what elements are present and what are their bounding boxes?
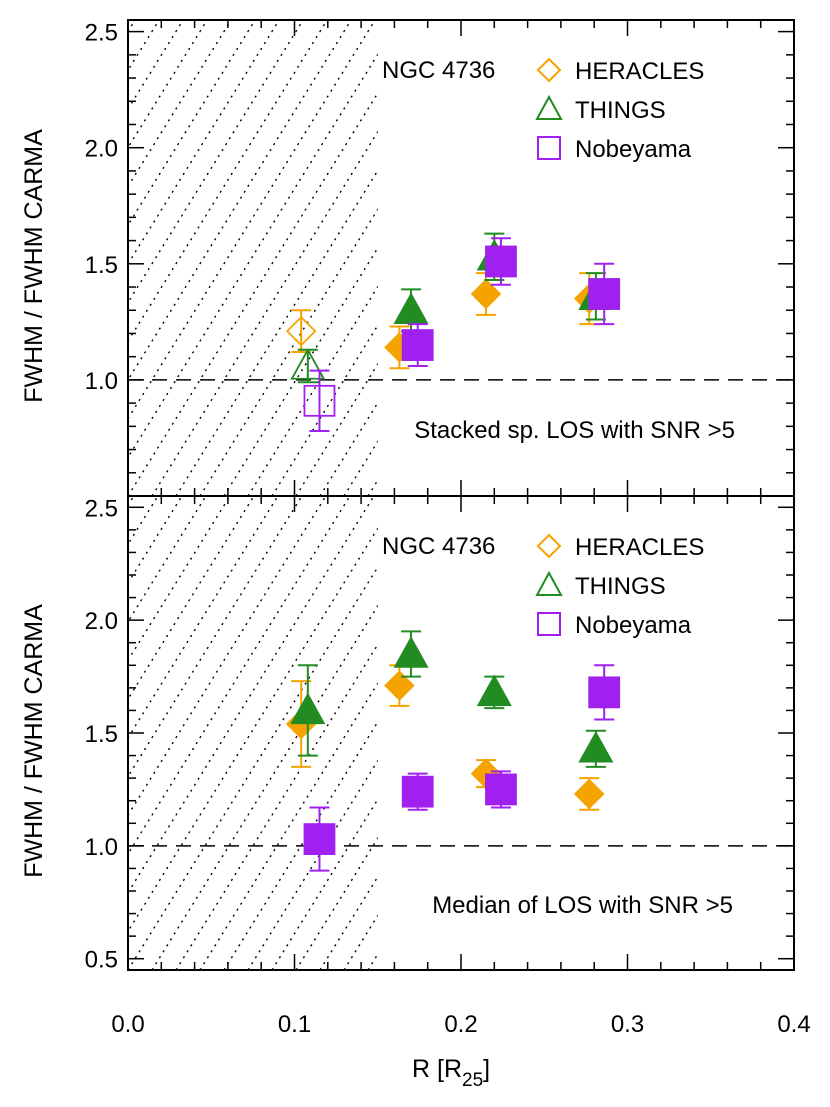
legend-label-nobeyama: Nobeyama [575,612,692,639]
x-tick-label: 0.0 [111,1011,144,1038]
hatch-line [295,496,591,970]
hatch-line [199,496,495,970]
nobeyama-point [401,775,434,808]
things-point [476,674,512,707]
legend: NGC 4736 HERACLES THINGS Nobeyama [382,57,704,163]
heracles-point [470,278,502,310]
legend: NGC 4736 HERACLES THINGS Nobeyama [382,533,704,639]
hatch-line [128,496,303,778]
y-tick-label: 2.0 [85,608,118,635]
legend-square-icon [537,612,561,636]
things-point [393,636,429,668]
nobeyama-point [588,278,621,310]
bottom-panel: 2.5 2.0 1.5 1.0 0.5 FWHM / FWHM CARMA NGC 4736… [0,495,830,974]
hatch-line [824,20,830,496]
galaxy-label: NGC 4736 [382,533,495,560]
y-tick-label: 1.5 [85,252,118,279]
hatch-line [199,20,496,496]
hatch-line [271,496,567,970]
heracles-point [384,670,415,701]
y-tick-label: 2.5 [85,20,118,47]
hatch-mask [377,20,794,496]
hatch-line [0,20,15,496]
y-tick-label: 1.5 [85,721,118,748]
hatch-line [800,20,830,496]
x-axis-label: R [R25] [412,1055,490,1091]
hatched-region [0,496,830,970]
data-points [285,232,621,432]
things-point [393,292,429,324]
x-axis: 0.0 0.1 0.2 0.3 0.4 R [R25] [111,1011,810,1091]
hatch-line [175,20,472,496]
nobeyama-point [485,773,517,806]
hatch-line [824,496,830,970]
hatch-line [175,496,471,970]
y-tick-label: 2.0 [85,136,118,163]
legend-label-things: THINGS [575,97,666,124]
legend-diamond-icon [536,57,562,83]
hatch-mask [377,496,794,970]
heracles-point [285,315,317,347]
hatch-line [151,20,448,496]
galaxy-label: NGC 4736 [382,57,495,84]
hatch-line [128,20,328,343]
legend-label-heracles: HERACLES [575,58,704,85]
hatch-line [128,20,280,266]
legend-label-things: THINGS [575,573,666,600]
hatch-line [223,496,519,970]
x-tick-label: 0.3 [611,1011,644,1038]
hatch-line [128,20,424,496]
x-tick-label: 0.2 [444,1011,477,1038]
hatch-line [223,20,520,496]
y-tick-label: 1.0 [85,834,118,861]
nobeyama-point [588,676,621,709]
y-tick-label: 0.5 [85,947,118,974]
hatch-line [128,496,423,970]
things-point [578,730,614,763]
panel-annotation: Stacked sp. LOS with SNR >5 [414,417,735,444]
legend-label-nobeyama: Nobeyama [575,136,692,163]
hatch-line [128,20,376,420]
y-tick-label: 1.0 [85,368,118,395]
things-point [290,348,326,380]
legend-diamond-icon [536,533,562,559]
data-points [285,630,621,872]
nobeyama-point [485,245,517,278]
y-axis-label: FWHM / FWHM CARMA [20,129,48,403]
hatch-line [247,496,543,970]
hatch-line [0,496,14,970]
x-tick-label: 0.4 [777,1011,810,1038]
y-tick-label: 2.5 [85,495,118,522]
hatch-line [319,496,615,970]
hatch-line [151,496,447,970]
nobeyama-point [303,384,336,417]
heracles-point [573,778,605,810]
legend-label-heracles: HERACLES [575,534,704,561]
things-point [290,692,326,725]
hatch-line [128,496,375,894]
x-tick-label: 0.1 [278,1011,311,1038]
nobeyama-point [401,329,434,361]
legend-triangle-icon [535,570,563,596]
hatch-line [128,20,304,304]
hatch-line [128,496,399,933]
hatch-line [128,20,352,382]
x-axis-label-main: R [R [412,1055,462,1083]
hatch-line [128,496,327,817]
legend-triangle-icon [535,94,563,120]
panel-annotation: Median of LOS with SNR >5 [432,892,733,919]
x-axis-label-sub: 25 [462,1070,483,1091]
y-axis-label: FWHM / FWHM CARMA [20,604,48,878]
hatch-line [800,496,830,970]
plot-frame [127,495,795,971]
hatch-line [128,20,400,459]
x-axis-label-end: ] [483,1055,490,1083]
legend-square-icon [537,136,561,160]
nobeyama-point [303,823,336,855]
top-panel: 2.5 2.0 1.5 1.0 FWHM / FWHM CARMA NGC 4736 HER… [0,19,830,497]
